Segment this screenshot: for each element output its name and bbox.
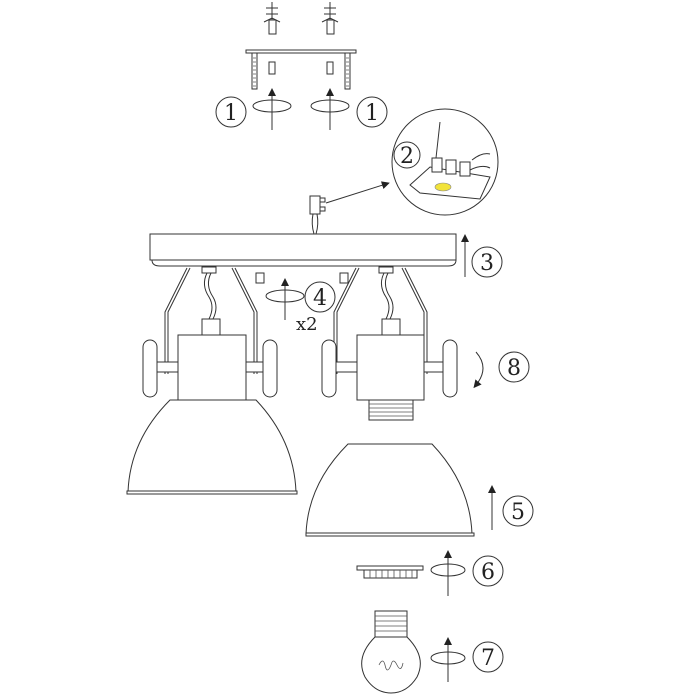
spot-head-right (321, 266, 458, 421)
step-5: 5 (488, 485, 534, 530)
terminal-connector (309, 181, 390, 235)
fixing-clip (255, 272, 265, 284)
svg-text:5: 5 (511, 500, 525, 525)
svg-text:1: 1 (224, 101, 238, 126)
wall-anchor-left (263, 2, 281, 35)
svg-text:6: 6 (481, 560, 495, 585)
wiring-inset: 2 (391, 108, 499, 216)
svg-text:1: 1 (365, 101, 379, 126)
screw-left (268, 61, 276, 75)
multiplier-label: x2 (296, 314, 318, 335)
spot-head-left (126, 266, 298, 495)
shade-ring (356, 565, 424, 579)
rotate-arrow-icon (252, 88, 292, 130)
canopy (149, 233, 457, 267)
svg-text:2: 2 (400, 144, 414, 169)
svg-text:8: 8 (507, 356, 521, 381)
fixing-clip (339, 272, 349, 284)
svg-text:4: 4 (313, 286, 327, 311)
step-4: 4 x2 (265, 278, 336, 335)
shade-right (305, 443, 475, 537)
step-6: 6 (430, 550, 504, 596)
wall-anchor-right (321, 2, 339, 35)
screw-right (326, 61, 334, 75)
step-1-badge: 1 (356, 96, 388, 128)
svg-text:7: 7 (481, 646, 495, 671)
mounting-plate (245, 49, 357, 90)
rotate-arrow-icon (310, 88, 350, 130)
light-bulb (361, 610, 421, 694)
svg-text:3: 3 (480, 251, 494, 276)
step-3: 3 (461, 234, 503, 278)
step-8: 8 (473, 351, 530, 389)
step-7: 7 (430, 637, 504, 682)
step-1-badge: 1 (215, 96, 247, 128)
